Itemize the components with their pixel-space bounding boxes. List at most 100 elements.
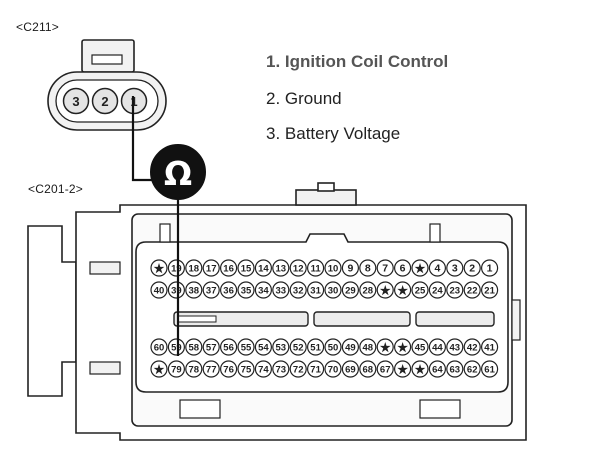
c201-2-pin-77: 77 <box>202 360 220 378</box>
c201-2-pin-circle <box>463 338 481 356</box>
c201-2-pin-label: 11 <box>311 264 322 275</box>
c201-2-pin-circle <box>237 259 255 277</box>
c201-2-pin-circle <box>428 360 446 378</box>
c201-2-pin-label: 50 <box>328 343 339 354</box>
c201-2-pin-30: 30 <box>324 281 342 299</box>
key-bar-3 <box>415 311 495 327</box>
c201-2-pin-label: 56 <box>223 343 234 354</box>
c201-2-pin-circle <box>481 338 499 356</box>
left-rail-1 <box>89 261 121 275</box>
c201-2-pin-75: 75 <box>237 360 255 378</box>
c201-2-pin-label: 36 <box>223 286 234 297</box>
c201-2-pin-circle <box>359 338 377 356</box>
c201-2-pin-label: 49 <box>345 343 356 354</box>
c201-2-pin-circle <box>324 338 342 356</box>
c201-2-pin-label: 10 <box>328 264 339 275</box>
c201-2-pin-label: 54 <box>258 343 269 354</box>
c201-2-pin-4: 4 <box>428 259 446 277</box>
c201-2-pin-label: 23 <box>450 286 461 297</box>
c201-2-pin-label: 42 <box>467 343 478 354</box>
c201-2-pin-label: 21 <box>484 286 495 297</box>
c201-2-pin-label: ★ <box>154 363 165 377</box>
c201-2-pin-circle <box>202 259 220 277</box>
c201-2-pin-circle <box>237 281 255 299</box>
legend-item-1: 1. Ignition Coil Control <box>266 52 449 71</box>
c201-2-pin-31: 31 <box>307 281 325 299</box>
c201-2-pin-circle <box>150 259 168 277</box>
c201-2-pin-73: 73 <box>272 360 290 378</box>
c201-2-pin-label: ★ <box>380 284 391 298</box>
c201-2-pin-circle <box>289 259 307 277</box>
c201-2-pin-54: 54 <box>254 338 272 356</box>
c201-2-pin-1: 1 <box>481 259 499 277</box>
bottom-lock-1 <box>179 399 221 419</box>
c201-2-pin-circle <box>394 360 412 378</box>
c201-2-pin-circle <box>202 360 220 378</box>
c201-2-pin-72: 72 <box>289 360 307 378</box>
c201-2-pin-label: ★ <box>415 363 426 377</box>
legend-item-2: 2. Ground <box>266 89 342 108</box>
c201-2-pin-label: 14 <box>258 264 269 275</box>
c201-2-pin-circle <box>463 281 481 299</box>
c201-2-pin-circle <box>359 281 377 299</box>
c201-2-pin-circle <box>220 360 238 378</box>
c201-2-pin-circle <box>411 360 429 378</box>
c201-2-pin-38: 38 <box>185 281 203 299</box>
c201-2-pin-3: 3 <box>446 259 464 277</box>
c201-2-pin-label: 71 <box>310 365 321 376</box>
c201-2-pin-label: 68 <box>363 365 374 376</box>
c201-2-pin-circle <box>272 360 290 378</box>
c201-2-pin-circle <box>254 281 272 299</box>
c201-2-pin-61: 61 <box>481 360 499 378</box>
c201-2-pin-37: 37 <box>202 281 220 299</box>
c201-2-pin-label: 28 <box>363 286 374 297</box>
c201-2-pin-7: 7 <box>376 259 394 277</box>
c201-2-pin-label: 63 <box>450 365 461 376</box>
c201-2-pin-label: 6 <box>400 263 406 275</box>
c201-2-pin-label: 29 <box>345 286 356 297</box>
c201-2-pin-label: 55 <box>241 343 252 354</box>
connector-c211 <box>47 39 167 131</box>
c201-2-pin-circle <box>289 338 307 356</box>
c211-pin-2: 2 <box>91 87 119 115</box>
c201-2-pin-circle <box>254 360 272 378</box>
c201-2-pin-label: 4 <box>434 263 440 275</box>
c201-2-pin-label: 8 <box>365 263 371 275</box>
c211-pin-circle <box>62 87 90 115</box>
c201-2-pin-circle <box>324 360 342 378</box>
c201-2-pin-23: 23 <box>446 281 464 299</box>
c211-pin-label: 2 <box>101 94 108 109</box>
ohm-icon: Ω <box>164 154 192 193</box>
c201-2-pin-label: 69 <box>345 365 356 376</box>
c201-2-pin-14: 14 <box>254 259 272 277</box>
top-bump-cap <box>317 182 335 192</box>
c201-2-pin-55: 55 <box>237 338 255 356</box>
c201-2-pin-circle <box>150 338 168 356</box>
c201-2-pin-circle <box>376 360 394 378</box>
c201-2-pin-label: 30 <box>328 286 339 297</box>
c201-2-pin-circle <box>167 360 185 378</box>
c201-2-pin-circle <box>185 281 203 299</box>
c201-2-pin-label: 19 <box>171 264 182 275</box>
c201-2-pin-label: 52 <box>293 343 304 354</box>
c201-2-pin-circle <box>307 360 325 378</box>
c201-2-pin-label: 48 <box>363 343 374 354</box>
c201-2-pin-label: 3 <box>452 263 458 275</box>
c201-2-pin-label: 76 <box>223 365 234 376</box>
c201-2-pin-42: 42 <box>463 338 481 356</box>
c201-2-pin-circle <box>185 338 203 356</box>
c201-2-pin-33: 33 <box>272 281 290 299</box>
c201-2-pin-empty: ★ <box>150 360 168 378</box>
c201-2-pin-label: 40 <box>154 286 165 297</box>
c201-2-pin-label: 17 <box>206 264 217 275</box>
c201-2-pin-32: 32 <box>289 281 307 299</box>
c201-2-pin-circle <box>394 281 412 299</box>
c201-2-pin-label: 78 <box>189 365 200 376</box>
c201-2-pin-circle <box>150 360 168 378</box>
c201-2-pin-circle <box>272 281 290 299</box>
notch-1 <box>159 223 171 243</box>
connector-c211-label: <C211> <box>16 20 60 34</box>
c201-2-pin-11: 11 <box>307 259 325 277</box>
c201-2-pin-29: 29 <box>341 281 359 299</box>
c201-2-pin-label: 58 <box>189 343 200 354</box>
